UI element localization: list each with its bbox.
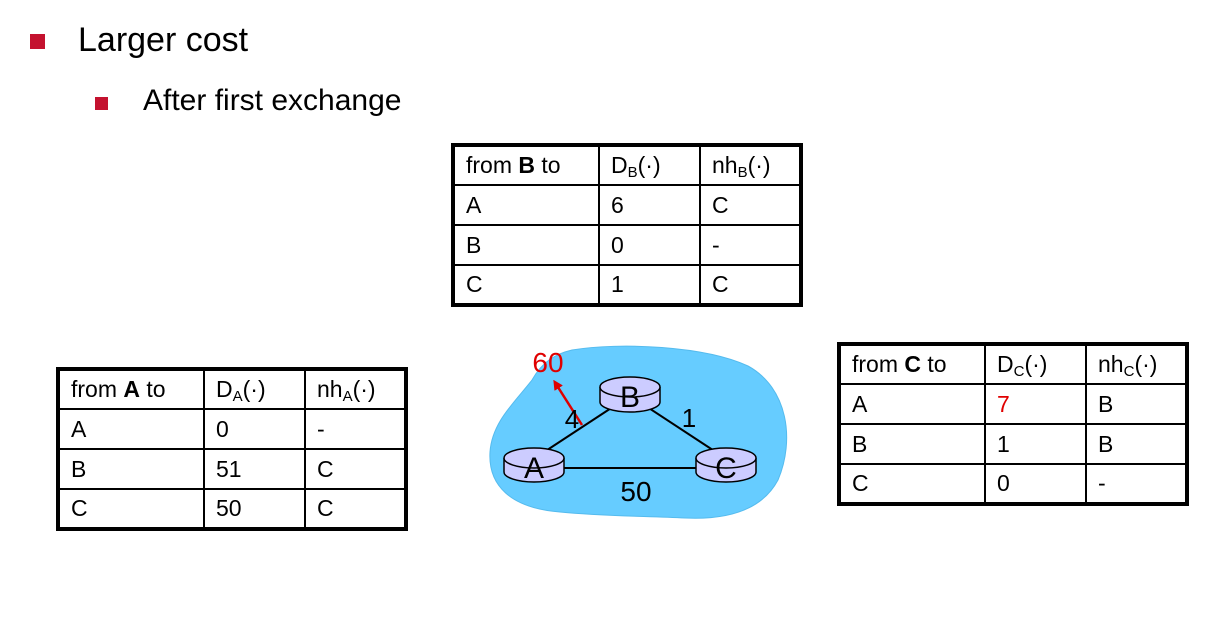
router-c-label: C xyxy=(715,452,737,485)
level1-bullet-icon xyxy=(30,34,45,49)
cell-next-hop: B xyxy=(1085,383,1188,425)
header-from: from B to xyxy=(452,144,600,186)
link-bc-cost-label: 1 xyxy=(682,403,696,433)
cell-dest: B xyxy=(838,423,986,465)
table-row: B 1 B xyxy=(838,423,1188,465)
cell-next-hop: - xyxy=(699,224,802,266)
network-diagram: 4 60 1 50 B A C xyxy=(489,345,788,519)
table-row: C 50 C xyxy=(57,488,407,530)
routing-table-c: from C to DC(·) nhC(·) A 7 B B 1 B C 0 - xyxy=(837,342,1189,506)
link-ac-cost-label: 50 xyxy=(620,476,651,507)
header-distance: DA(·) xyxy=(203,368,306,410)
table-row: A 7 B xyxy=(838,383,1188,425)
cell-dest: B xyxy=(57,448,205,490)
router-b-label: B xyxy=(620,381,640,414)
cell-cost: 0 xyxy=(984,463,1087,505)
cell-dest: C xyxy=(57,488,205,530)
cell-next-hop: C xyxy=(304,488,407,530)
router-a-icon: A xyxy=(503,447,565,485)
router-a-label: A xyxy=(524,452,544,485)
routing-table-b: from B to DB(·) nhB(·) A 6 C B 0 - C 1 C xyxy=(451,143,803,307)
header-next-hop: nhA(·) xyxy=(304,368,407,410)
table-row: C 0 - xyxy=(838,463,1188,505)
cell-cost: 51 xyxy=(203,448,306,490)
cell-cost-updated: 7 xyxy=(984,383,1087,425)
cell-cost: 6 xyxy=(598,184,701,226)
bullet-larger-cost: Larger cost xyxy=(78,21,249,59)
cell-cost: 0 xyxy=(203,408,306,450)
table-row: C 1 C xyxy=(452,264,802,306)
cell-next-hop: - xyxy=(1085,463,1188,505)
table-header-row: from C to DC(·) nhC(·) xyxy=(838,343,1188,385)
cell-next-hop: C xyxy=(699,184,802,226)
header-next-hop: nhC(·) xyxy=(1085,343,1188,385)
header-distance: DC(·) xyxy=(984,343,1087,385)
cell-cost: 1 xyxy=(598,264,701,306)
table-row: B 0 - xyxy=(452,224,802,266)
bullet-after-first-exchange: After first exchange xyxy=(143,84,402,117)
table-header-row: from B to DB(·) nhB(·) xyxy=(452,144,802,186)
header-next-hop: nhB(·) xyxy=(699,144,802,186)
table-row: B 51 C xyxy=(57,448,407,490)
table-row: A 0 - xyxy=(57,408,407,450)
level2-bullet-icon xyxy=(95,97,108,110)
router-b-icon: B xyxy=(599,376,661,414)
cost-change-arrow xyxy=(553,379,584,426)
header-distance: DB(·) xyxy=(598,144,701,186)
cell-dest: C xyxy=(838,463,986,505)
cell-dest: C xyxy=(452,264,600,306)
table-header-row: from A to DA(·) nhA(·) xyxy=(57,368,407,410)
routing-table-a: from A to DA(·) nhA(·) A 0 - B 51 C C 50… xyxy=(56,367,408,531)
link-ab-cost-label: 4 xyxy=(565,404,579,434)
cell-cost: 0 xyxy=(598,224,701,266)
header-from: from A to xyxy=(57,368,205,410)
table-row: A 6 C xyxy=(452,184,802,226)
router-c-icon: C xyxy=(695,447,757,485)
cell-cost: 50 xyxy=(203,488,306,530)
header-from: from C to xyxy=(838,343,986,385)
cell-next-hop: C xyxy=(304,448,407,490)
cell-next-hop: - xyxy=(304,408,407,450)
cell-dest: A xyxy=(838,383,986,425)
link-ab-new-cost-label: 60 xyxy=(532,347,563,378)
cell-cost: 1 xyxy=(984,423,1087,465)
cell-next-hop: B xyxy=(1085,423,1188,465)
cell-dest: A xyxy=(452,184,600,226)
cell-dest: A xyxy=(57,408,205,450)
cell-dest: B xyxy=(452,224,600,266)
cell-next-hop: C xyxy=(699,264,802,306)
